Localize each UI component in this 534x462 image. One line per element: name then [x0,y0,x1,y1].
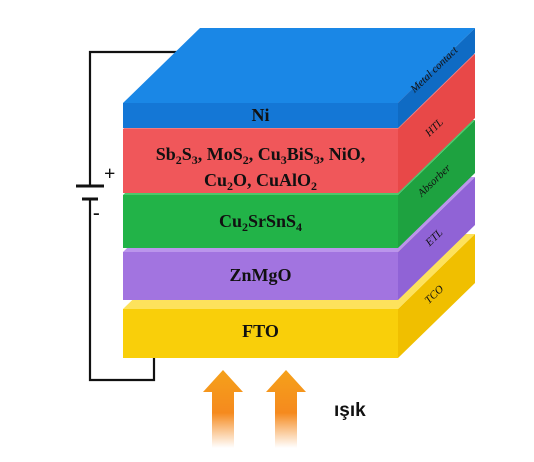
incident-light: ışık [203,370,366,448]
layer-htl-material-run: 3 [192,153,198,167]
layer-htl-material-run: 2 [243,153,249,167]
layer-htl-front-face [123,129,398,193]
light-arrow-left [203,370,243,448]
layer-absorber-side-face [398,120,475,248]
layer-absorber-material-run: 2 [242,220,248,234]
light-arrow-right [266,370,306,448]
layer-htl-material-run: 3 [281,153,287,167]
layer-absorber-material-label: Cu2SrSnS4 [219,211,302,234]
layer-fto-material-run: FTO [242,321,279,341]
layer-htl-material-run: S [182,144,192,164]
light-label: ışık [334,400,366,421]
layer-ni-material-run: Ni [252,105,270,125]
layer-htl-material-line2-run: 2 [227,179,233,193]
layer-htl-material-run: Sb [156,144,176,164]
layer-absorber-material-run: SrSnS [248,211,296,231]
layer-htl-material-run: , MoS [198,144,243,164]
layer-htl-material-line2-run: O, CuAlO [233,170,311,190]
layer-znmgo-material-run: ZnMgO [229,265,291,285]
layer-znmgo-front-face [123,252,398,300]
negative-terminal-label: - [93,202,100,224]
layer-fto-side-face [398,234,475,358]
layer-htl-side-face [398,54,475,193]
layer-htl-material-label-line2: Cu2O, CuAlO2 [204,170,317,193]
circuit-wire-bottom [88,212,156,382]
layer-znmgo-material-label: ZnMgO [229,265,291,285]
layer-fto-front-face [123,309,398,358]
layer-absorber-material-run: 4 [296,220,302,234]
layer-htl-material-line2-run: Cu [204,170,227,190]
layer-htl-material-run: 3 [314,153,320,167]
layer-ni-material-label: Ni [252,105,270,125]
layer-fto-material-label: FTO [242,321,279,341]
layer-znmgo-side-face [398,177,475,300]
layer-htl-material-run: BiS [287,144,314,164]
layer-htl-material-run: , NiO, [320,144,366,164]
layer-ni-top-face [123,28,475,103]
layer-absorber-material-run: Cu [219,211,242,231]
positive-terminal-label: + [104,163,115,185]
layer-ni-side-face [398,28,475,128]
layer-htl-material-label: Sb2S3, MoS2, Cu3BiS3, NiO, [156,144,366,167]
layer-htl-material-run: , Cu [249,144,281,164]
layer-htl-material-line2-run: 2 [311,179,317,193]
layer-htl-material-run: 2 [176,153,182,167]
layer-absorber-front-face [123,195,398,248]
layer-ni-front-face [123,103,398,128]
